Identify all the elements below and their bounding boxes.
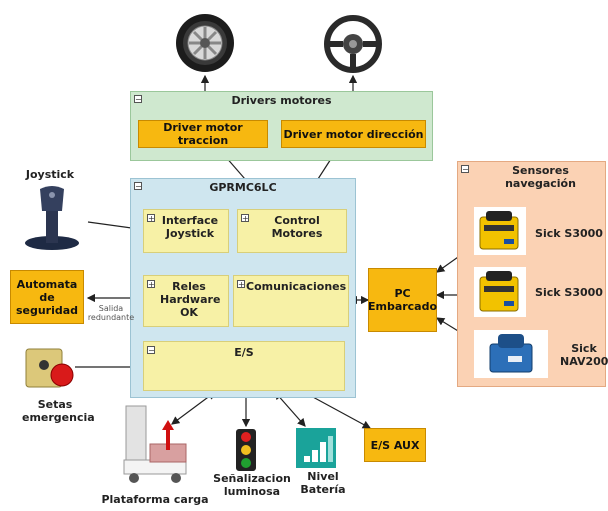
drivers-motores-group: − Drivers motores Driver motor traccion … — [130, 91, 433, 161]
gprmc6lc-group: − GPRMC6LC + Interface Joystick + Contro… — [130, 178, 356, 398]
reles-box[interactable]: + Reles Hardware OK — [143, 275, 229, 327]
box-label: Comunicaciones — [246, 280, 347, 293]
box-label: Interface Joystick — [161, 214, 219, 240]
expand-toggle[interactable]: + — [237, 280, 245, 289]
sick-s3000-image — [474, 267, 526, 317]
group-title: GPRMC6LC — [209, 181, 277, 194]
expand-toggle[interactable]: + — [147, 214, 155, 223]
nav200-icon — [489, 334, 533, 373]
emergency-button-icon — [25, 348, 74, 388]
group-title: Sensores navegación — [505, 164, 576, 190]
automata-seguridad-box[interactable]: Automata de seguridad — [10, 270, 84, 324]
driver-direccion-box[interactable]: Driver motor dirección — [281, 120, 426, 148]
sick-s3000-label: Sick S3000 — [535, 286, 603, 299]
sick-s3000-image — [474, 207, 526, 255]
plataforma-carga-label: Plataforma carga — [101, 493, 209, 506]
box-label: E/S — [234, 346, 254, 359]
sensores-navegacion-group: − Sensores navegación Sick S3000 Sick S3… — [457, 161, 608, 387]
collapse-toggle[interactable]: − — [461, 165, 469, 174]
interface-joystick-box[interactable]: + Interface Joystick — [143, 209, 229, 253]
sick-s3000-label: Sick S3000 — [535, 227, 603, 240]
driver-traccion-box[interactable]: Driver motor traccion — [138, 120, 268, 148]
control-motores-box[interactable]: + Control Motores — [237, 209, 347, 253]
sick-scanner-icon — [479, 211, 519, 250]
collapse-toggle[interactable]: − — [134, 182, 142, 191]
setas-emergencia-label: Setas emergencia — [22, 398, 95, 424]
steering-wheel-icon — [324, 15, 382, 73]
tire-icon — [176, 14, 234, 72]
joystick-label: Joystick — [25, 168, 75, 181]
sick-nav200-label: Sick NAV200 — [560, 342, 608, 368]
nivel-bateria-label: Nivel Batería — [300, 470, 346, 496]
senalizacion-luminosa-label: Señalizacion luminosa — [213, 472, 291, 498]
sick-scanner-icon — [479, 271, 519, 312]
pc-embarcado-box[interactable]: PC Embarcado — [368, 268, 437, 332]
platform-icon — [123, 405, 187, 483]
sick-nav200-image — [474, 330, 548, 378]
salida-redundante-label: Salida redundante — [87, 304, 135, 322]
collapse-toggle[interactable]: − — [147, 346, 155, 355]
joystick-icon — [25, 186, 79, 250]
collapse-toggle[interactable]: − — [134, 95, 142, 104]
box-label: Reles Hardware OK — [160, 280, 221, 319]
comunicaciones-box[interactable]: + Comunicaciones — [233, 275, 349, 327]
expand-toggle[interactable]: + — [147, 280, 155, 289]
es-aux-box[interactable]: E/S AUX — [364, 428, 426, 462]
es-box[interactable]: − E/S — [143, 341, 345, 391]
box-label: Control Motores — [271, 214, 323, 240]
group-title: Drivers motores — [231, 94, 332, 107]
battery-level-icon — [296, 428, 336, 468]
traffic-light-icon — [236, 429, 256, 471]
expand-toggle[interactable]: + — [241, 214, 249, 223]
